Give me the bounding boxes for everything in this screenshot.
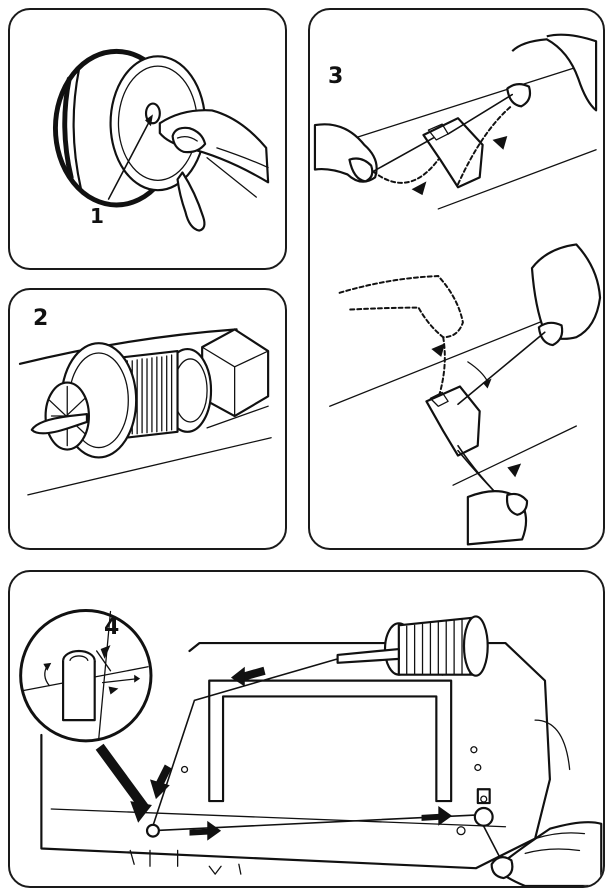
bobbin-hole-icon (10, 10, 285, 268)
panel-thread-path: 4 (8, 570, 605, 888)
thread-guide-icon (10, 572, 603, 886)
panel-bobbin-hole: 1 (8, 8, 287, 270)
spool-pin-icon (10, 290, 285, 548)
panel-spool-pin: 2 (8, 288, 287, 550)
step-number-2: 2 (33, 308, 48, 330)
step-number-4: 4 (104, 617, 119, 639)
needle-threading-icon (310, 10, 603, 548)
callout-number-1: 1 (90, 206, 104, 226)
step-number-3: 3 (328, 66, 343, 88)
panel-threading: 3 (308, 8, 605, 550)
